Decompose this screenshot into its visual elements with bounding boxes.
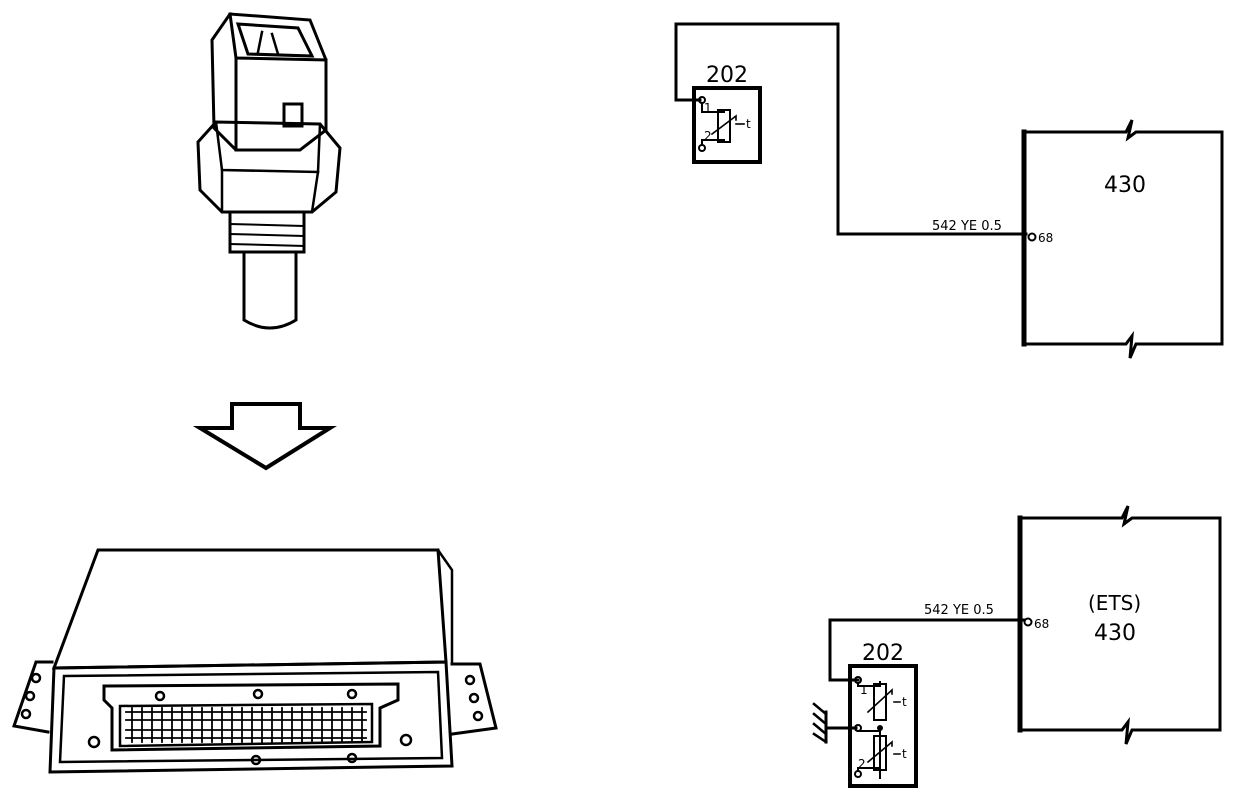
top-pin-label: 68 (1038, 231, 1053, 245)
bottom-ecu-label-line2: 430 (1094, 621, 1136, 646)
bottom-wire-label: 542 YE 0.5 (924, 603, 994, 618)
bottom-ecu-label-line1: (ETS) (1088, 591, 1141, 615)
top-wire-label: 542 YE 0.5 (932, 219, 1002, 234)
bottom-sensor-label: 202 (862, 641, 904, 666)
top-sensor-pin1: 1 (704, 101, 712, 115)
bottom-temp-mark-b: t (902, 747, 907, 761)
top-ecu-label: 430 (1104, 173, 1146, 198)
bottom-schematic: 542 YE 0.5 202 1 2 t t 68 (ETS) 430 (812, 505, 1222, 788)
top-sensor-pin2: 2 (704, 129, 712, 143)
top-pin-terminal (1027, 232, 1037, 242)
bottom-pin-terminal (1023, 617, 1033, 627)
arrow-down-icon (192, 402, 337, 471)
bottom-temp-mark-a: t (902, 695, 907, 709)
bottom-wire (828, 618, 1026, 682)
top-ecu-box (1022, 119, 1224, 359)
temperature-sensor-illustration (196, 12, 342, 330)
top-temp-mark: t (746, 117, 751, 131)
connector-pins (125, 707, 367, 743)
bottom-sensor-pin1: 1 (860, 683, 868, 697)
ground-icon (812, 702, 858, 744)
bottom-ecu-box (1018, 505, 1222, 745)
bottom-sensor-box (848, 664, 918, 788)
top-wire (674, 22, 1028, 236)
top-sensor-label: 202 (706, 63, 748, 88)
bottom-sensor-pin2: 2 (858, 757, 866, 771)
top-sensor-box (692, 86, 762, 164)
top-schematic: 202 1 2 t 542 YE 0.5 68 430 (674, 22, 1224, 359)
bottom-pin-label: 68 (1034, 617, 1049, 631)
control-unit-illustration (12, 548, 498, 774)
